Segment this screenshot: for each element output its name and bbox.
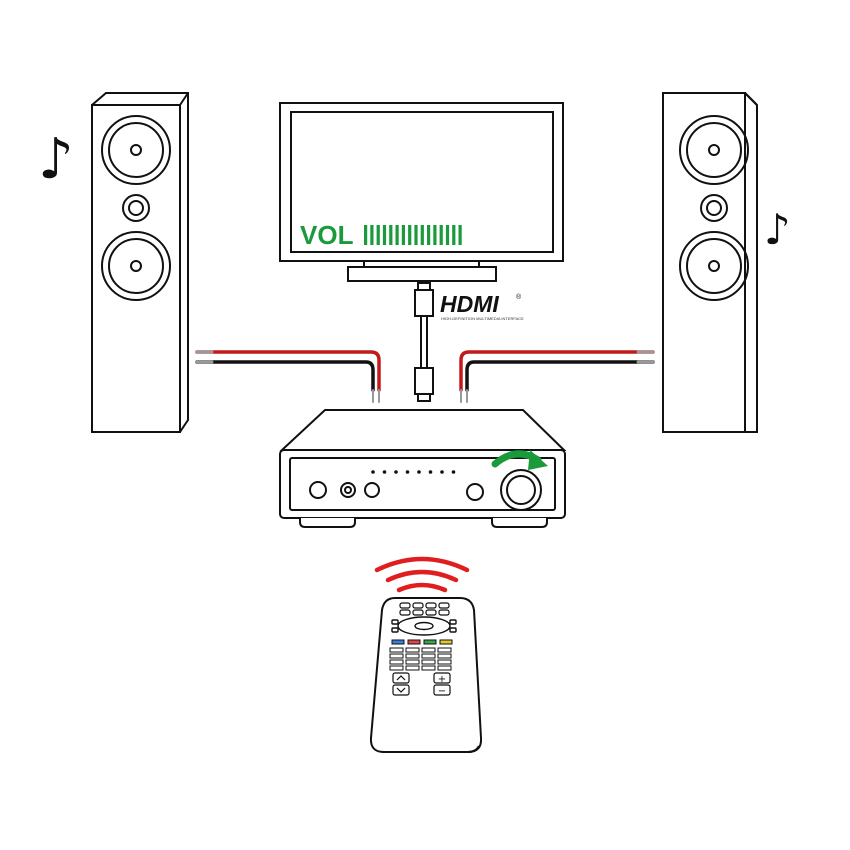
amp-small-knob — [466, 483, 484, 501]
hdmi-logo-text: HDMI — [440, 291, 499, 317]
volume-rotate-arrow — [491, 450, 548, 470]
left-speaker — [91, 92, 189, 433]
volume-tick — [376, 225, 380, 245]
remote-key — [405, 659, 420, 665]
tv-volume-label: VOL — [300, 220, 354, 250]
volume-tick — [389, 225, 393, 245]
remote-top-buttons — [399, 602, 450, 616]
remote-ir-signal — [374, 556, 470, 593]
left-speaker-wire — [195, 350, 381, 403]
volume-tick — [370, 225, 374, 245]
indicator-led — [440, 470, 444, 474]
volume-tick — [364, 225, 368, 245]
volume-tick — [395, 225, 399, 245]
indicator-led — [394, 470, 398, 474]
volume-tick — [414, 225, 418, 245]
remote-channel-rocker — [392, 672, 410, 696]
indicator-led — [405, 470, 410, 474]
hdmi-tagline: HIGH-DEFINITION MULTIMEDIA INTERFACE — [441, 316, 524, 321]
amplifier-feet — [299, 518, 548, 528]
indicator-led — [371, 470, 375, 474]
remote-key — [405, 665, 420, 671]
remote-key — [421, 665, 436, 671]
remote-control — [369, 597, 483, 753]
left-woofer-bottom — [101, 231, 171, 301]
remote-key — [405, 647, 420, 653]
music-note-left: ♪ — [38, 127, 74, 192]
left-tweeter — [122, 194, 150, 222]
remote-volume-rocker — [433, 672, 451, 696]
remote-key — [437, 653, 452, 659]
indicator-led — [382, 470, 387, 474]
volume-tick — [433, 225, 437, 245]
volume-tick — [427, 225, 431, 245]
hdmi-cable — [414, 282, 434, 402]
tv-stand — [347, 260, 497, 282]
remote-key — [421, 647, 436, 653]
hdmi-registered-mark: ® — [516, 293, 522, 301]
volume-tick — [420, 225, 424, 245]
indicator-led — [417, 470, 421, 474]
remote-navigation-pad — [391, 616, 457, 636]
right-tweeter — [700, 194, 728, 222]
remote-color-buttons — [391, 639, 453, 645]
volume-tick — [439, 225, 443, 245]
right-woofer-bottom — [679, 231, 749, 301]
remote-volume-up-label: + — [438, 674, 446, 685]
remote-key — [421, 659, 436, 665]
remote-key — [389, 653, 404, 659]
volume-tick — [445, 225, 450, 245]
remote-key — [437, 647, 452, 653]
left-woofer-top — [101, 115, 171, 185]
remote-key — [389, 647, 404, 653]
volume-tick — [401, 225, 405, 245]
volume-tick — [458, 225, 462, 245]
volume-tick — [452, 225, 456, 245]
television — [279, 102, 564, 282]
tv-volume-bar — [364, 225, 462, 245]
right-speaker — [662, 92, 758, 433]
hdmi-logo: HDMI ® HIGH-DEFINITION MULTIMEDIA INTERF… — [440, 291, 524, 321]
remote-key — [437, 659, 452, 665]
remote-key — [389, 665, 404, 671]
amplifier — [279, 409, 567, 528]
remote-number-buttons — [389, 647, 452, 671]
remote-key — [437, 665, 452, 671]
indicator-led — [451, 470, 456, 474]
music-note-right: ♪ — [764, 205, 791, 254]
amplifier-top — [279, 409, 567, 451]
amp-headphone-jack — [340, 482, 356, 498]
right-woofer-top — [679, 115, 749, 185]
remote-key — [389, 659, 404, 665]
volume-tick — [408, 225, 412, 245]
volume-tick — [382, 225, 387, 245]
remote-volume-down-label: − — [438, 686, 446, 697]
amp-power-button — [309, 481, 327, 499]
amp-input-button — [364, 482, 380, 498]
remote-key — [421, 653, 436, 659]
right-speaker-wire — [459, 350, 655, 403]
amp-volume-knob — [500, 469, 542, 511]
indicator-led — [428, 470, 433, 474]
remote-key — [405, 653, 420, 659]
amp-indicator-leds — [371, 470, 456, 474]
